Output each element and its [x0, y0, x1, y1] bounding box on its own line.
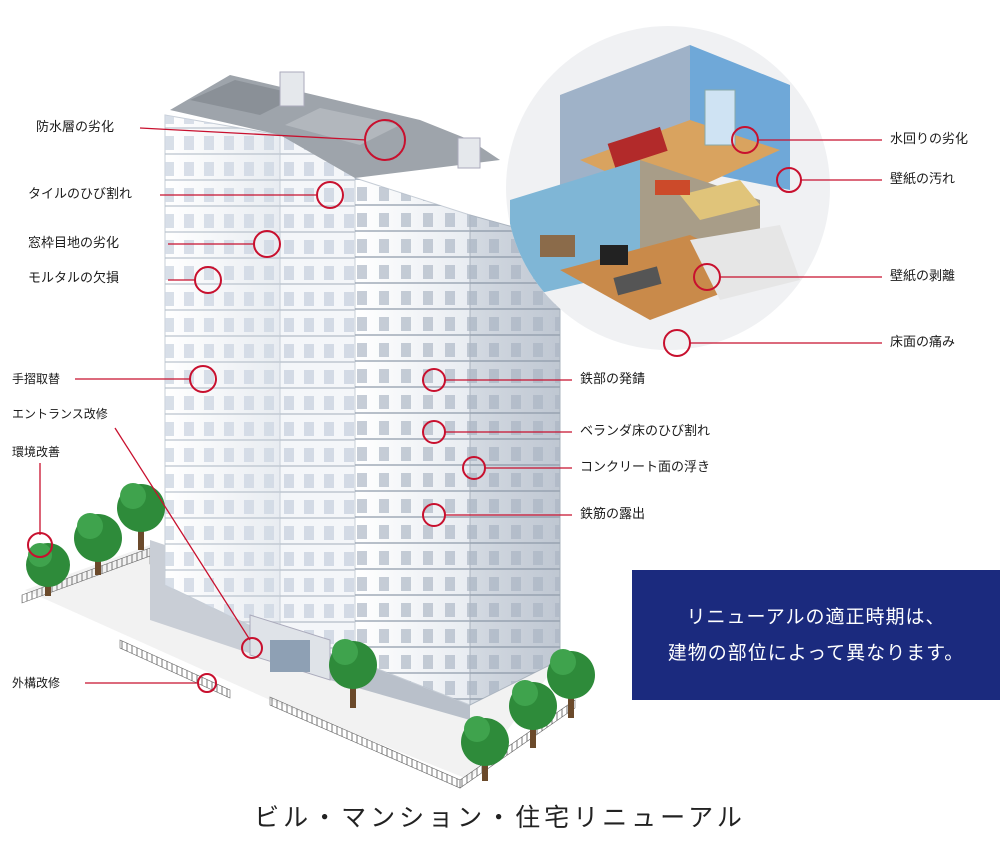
label-exterior: 外構改修 — [12, 676, 61, 690]
room-cutaway — [506, 26, 830, 350]
page-title: ビル・マンション・住宅リニューアル — [254, 803, 746, 832]
label-entrance: エントランス改修 — [12, 407, 108, 421]
ring-mortar — [194, 266, 222, 294]
label-tile: タイルのひび割れ — [28, 187, 133, 202]
label-wallpaper-peel: 壁紙の剥離 — [890, 269, 956, 284]
label-veranda: ベランダ床のひび割れ — [580, 424, 711, 439]
ring-plumbing — [731, 126, 759, 154]
label-rebar: 鉄筋の露出 — [580, 507, 646, 522]
notice-box: リニューアルの適正時期は、 建物の部位によって異なります。 — [632, 570, 1000, 700]
label-environment: 環境改善 — [12, 445, 61, 459]
ring-wallpaper-stain — [776, 167, 802, 193]
ring-veranda — [422, 420, 446, 444]
notice-line-2: 建物の部位によって異なります。 — [667, 642, 965, 664]
ring-floor-damage — [663, 329, 691, 357]
label-window-joint: 窓枠目地の劣化 — [28, 236, 120, 251]
label-rust: 鉄部の発錆 — [580, 372, 646, 387]
ring-entrance — [241, 637, 263, 659]
apartment-building — [150, 71, 561, 720]
ring-waterproof — [364, 119, 406, 161]
ring-exterior — [197, 673, 217, 693]
ring-rebar — [422, 503, 446, 527]
notice-line-1: リニューアルの適正時期は、 — [686, 606, 946, 628]
ring-tile — [316, 181, 344, 209]
callout-rings — [27, 119, 802, 693]
label-handrail: 手摺取替 — [12, 372, 61, 386]
ring-window-joint — [253, 230, 281, 258]
label-concrete-float: コンクリート面の浮き — [580, 460, 711, 475]
label-waterproof: 防水層の劣化 — [36, 120, 115, 135]
label-plumbing: 水回りの劣化 — [890, 132, 969, 147]
label-wallpaper-stain: 壁紙の汚れ — [890, 172, 956, 187]
ring-handrail — [189, 365, 217, 393]
ring-concrete-float — [462, 456, 486, 480]
ring-wallpaper-peel — [693, 263, 721, 291]
ring-environment — [27, 532, 53, 558]
label-mortar: モルタルの欠損 — [28, 271, 120, 286]
label-floor-damage: 床面の痛み — [890, 335, 956, 350]
trees — [26, 483, 595, 781]
ring-rust — [422, 368, 446, 392]
callout-lines — [39, 127, 882, 684]
